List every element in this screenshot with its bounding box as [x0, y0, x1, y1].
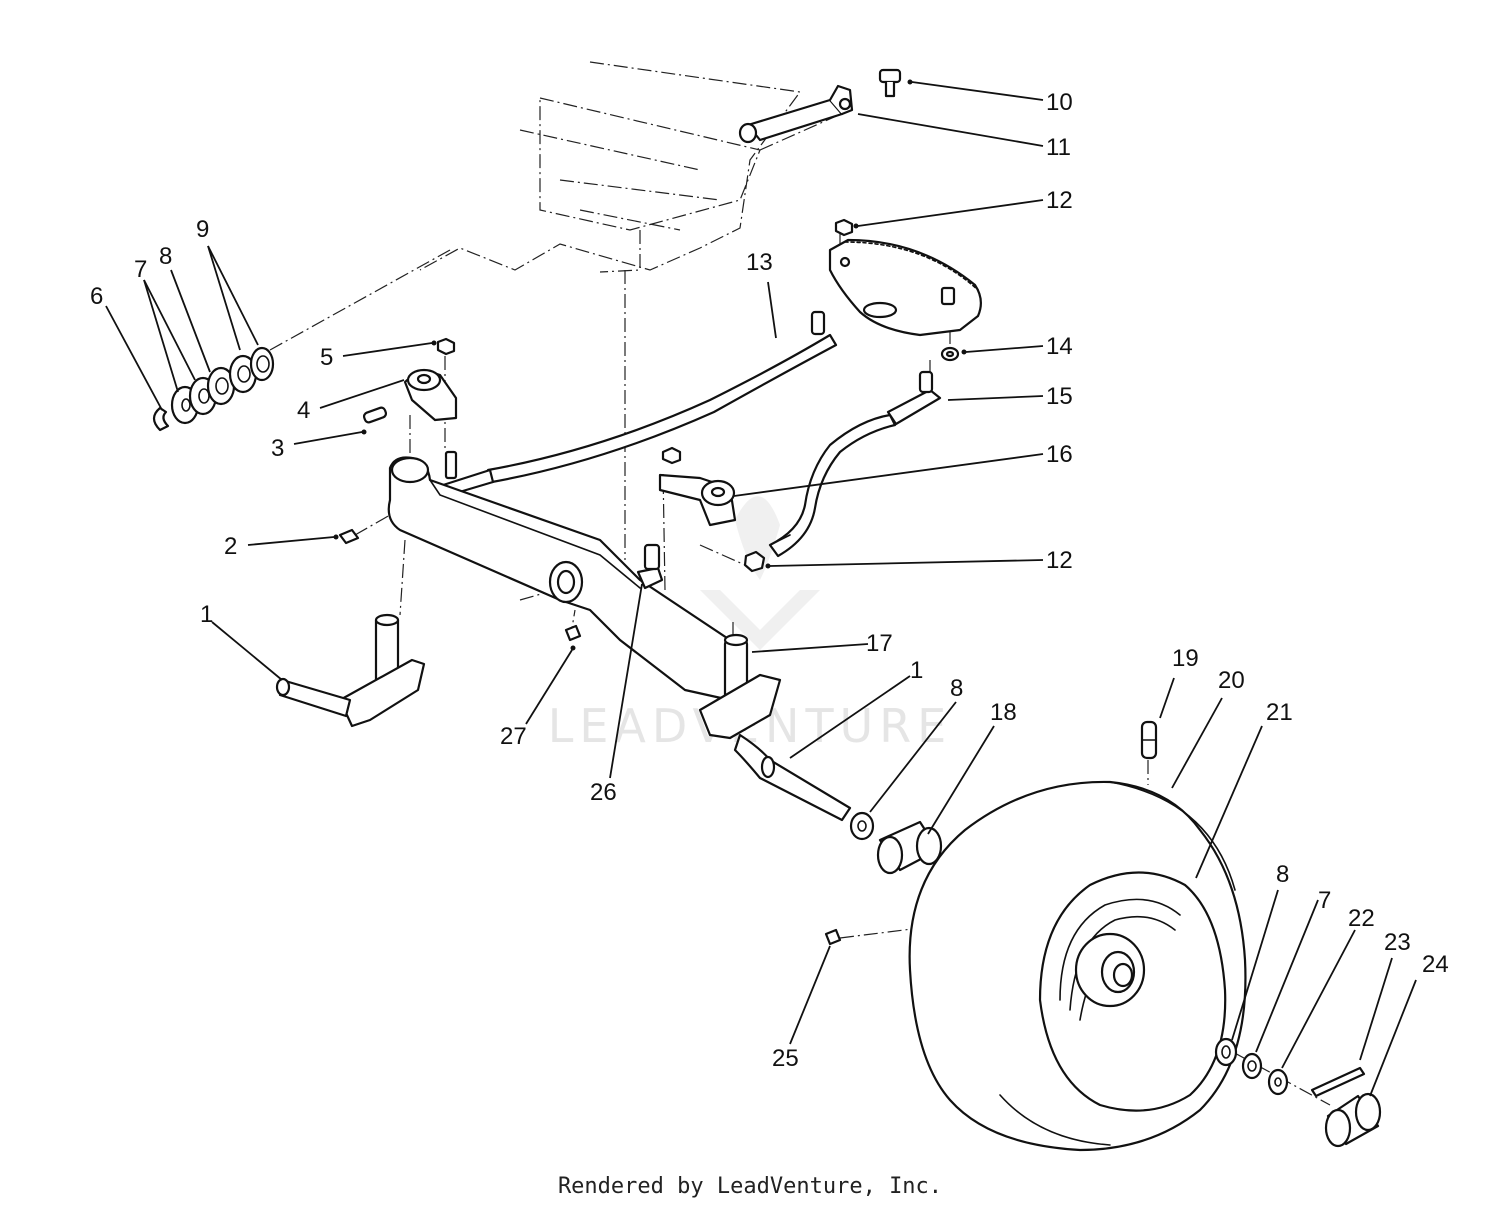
part-23-cotter-pin: [1310, 1066, 1366, 1098]
part-15-tie-rod: [768, 370, 942, 558]
part-11-pin: [738, 84, 854, 144]
label-7-right: 7: [1318, 887, 1331, 914]
label-17: 17: [866, 630, 893, 657]
steering-sector-plate: [828, 238, 982, 337]
part-1-left-spindle: [275, 613, 426, 728]
label-20: 20: [1218, 667, 1245, 694]
label-3: 3: [271, 435, 284, 462]
frame-outline: [269, 61, 851, 560]
part-7-washer-right: [1241, 1052, 1263, 1080]
label-14: 14: [1046, 333, 1073, 360]
part-16-steering-arm: [658, 446, 737, 527]
label-22: 22: [1348, 905, 1375, 932]
part-21-rim: [1038, 871, 1227, 1112]
label-16: 16: [1046, 441, 1073, 468]
part-5-nut: [436, 337, 456, 356]
part-1-right-spindle: [698, 673, 852, 822]
label-9: 9: [196, 216, 209, 243]
label-8-left: 8: [159, 243, 172, 270]
part-2-grease-fitting: [338, 528, 360, 545]
label-25: 25: [772, 1045, 799, 1072]
label-1-left: 1: [200, 601, 213, 628]
part-4-steering-arm-left: [403, 368, 458, 422]
part-22-washer: [1267, 1068, 1289, 1096]
label-8-right: 8: [1276, 861, 1289, 888]
part-19-valve-stem: [1140, 720, 1158, 760]
part-14-washer: [940, 346, 960, 362]
part-8-washer-right: [1214, 1037, 1238, 1067]
render-credit: Rendered by LeadVenture, Inc.: [557, 1174, 943, 1199]
label-18: 18: [990, 699, 1017, 726]
label-8-mid: 8: [950, 675, 963, 702]
leader-lines: [105, 79, 1417, 1097]
label-11: 11: [1046, 134, 1071, 161]
part-12-nut-top: [834, 218, 854, 237]
label-2: 2: [224, 533, 237, 560]
label-13: 13: [746, 249, 773, 276]
part-8-washer-mid: [849, 811, 875, 841]
label-24: 24: [1422, 951, 1449, 978]
label-27: 27: [500, 723, 527, 750]
left-washer-stack: [152, 346, 275, 432]
label-26: 26: [590, 779, 617, 806]
label-23: 23: [1384, 929, 1411, 956]
part-24-hub-cap: [1324, 1092, 1382, 1148]
label-4: 4: [297, 397, 310, 424]
part-26-rod-end: [636, 543, 664, 590]
label-10: 10: [1046, 89, 1073, 116]
label-15: 15: [1046, 383, 1073, 410]
part-25-fitting: [824, 928, 842, 946]
label-21: 21: [1266, 699, 1293, 726]
label-6: 6: [90, 283, 103, 310]
front-axle-beam: [387, 456, 732, 702]
part-labels: 1 2 3 4 5 6 7 8 9 10 11 12 13 14 15 16 1…: [90, 89, 1449, 1072]
label-12-lower: 12: [1046, 547, 1073, 574]
label-1-right: 1: [910, 657, 923, 684]
part-18-bushing: [876, 820, 943, 875]
part-27-fitting: [564, 624, 582, 642]
label-5: 5: [320, 344, 333, 371]
part-13-drag-link: [438, 310, 838, 498]
label-7-left: 7: [134, 256, 147, 283]
label-12-top: 12: [1046, 187, 1073, 214]
part-3-pin: [362, 406, 388, 424]
part-12-nut-lower: [743, 550, 766, 573]
part-10-bolt: [878, 68, 902, 98]
label-19: 19: [1172, 645, 1199, 672]
